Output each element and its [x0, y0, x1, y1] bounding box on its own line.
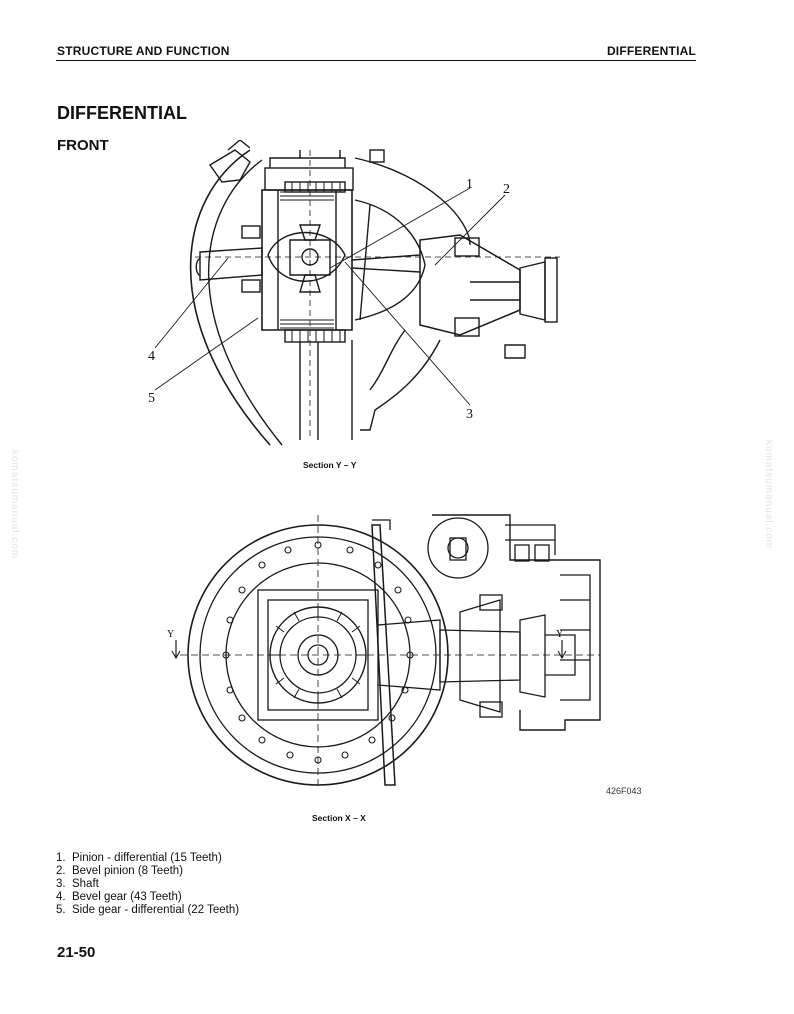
- legend-number: 3.: [56, 878, 66, 890]
- legend-text: Pinion - differential (15 Teeth): [71, 852, 222, 864]
- legend-text: Shaft: [71, 878, 99, 890]
- callout-3: 3: [466, 407, 473, 422]
- section-y-y-drawing: 1 2 3 4 5: [148, 140, 560, 446]
- section-mark-right: Y: [556, 629, 563, 640]
- page-title: DIFFERENTIAL: [57, 103, 187, 123]
- legend-text: Bevel pinion (8 Teeth): [71, 865, 184, 877]
- leader-4: [154, 257, 229, 349]
- legend-item: 1. Pinion - differential (15 Teeth): [56, 852, 239, 865]
- legend-item: 2. Bevel pinion (8 Teeth): [56, 865, 239, 878]
- header-topic-label: DIFFERENTIAL: [606, 44, 696, 58]
- page-subtitle: FRONT: [57, 137, 109, 154]
- section-x-x-drawing: Y Y: [167, 514, 601, 790]
- watermark-right: komatsumanual.com: [763, 440, 774, 550]
- legend-item: 3. Shaft: [56, 878, 239, 891]
- legend-number: 1.: [56, 852, 66, 864]
- page-number: 21-50: [57, 944, 96, 961]
- watermark-left: komatsumanual.com: [9, 450, 20, 560]
- legend-number: 4.: [56, 891, 66, 903]
- section-x-x-caption: Section X – X: [312, 813, 366, 823]
- figure-code: 426F043: [606, 786, 642, 796]
- callout-2: 2: [503, 182, 510, 197]
- legend-item: 5. Side gear - differential (22 Teeth): [56, 904, 239, 917]
- header-section-label: STRUCTURE AND FUNCTION: [57, 44, 230, 58]
- legend-number: 5.: [56, 904, 66, 916]
- callout-5: 5: [148, 391, 155, 406]
- callout-4: 4: [148, 349, 155, 364]
- leader-2: [434, 194, 506, 266]
- header-rule: [56, 60, 696, 61]
- legend-item: 4. Bevel gear (43 Teeth): [56, 891, 239, 904]
- section-mark-left: Y: [167, 629, 174, 640]
- leader-5: [154, 317, 259, 391]
- section-y-y-caption: Section Y – Y: [303, 460, 357, 470]
- legend-text: Side gear - differential (22 Teeth): [71, 904, 240, 916]
- leader-3: [344, 261, 471, 406]
- callout-1: 1: [466, 177, 473, 192]
- parts-legend: 1. Pinion - differential (15 Teeth) 2. B…: [56, 852, 239, 917]
- legend-number: 2.: [56, 865, 66, 877]
- legend-text: Bevel gear (43 Teeth): [71, 891, 182, 903]
- leader-1: [329, 187, 471, 269]
